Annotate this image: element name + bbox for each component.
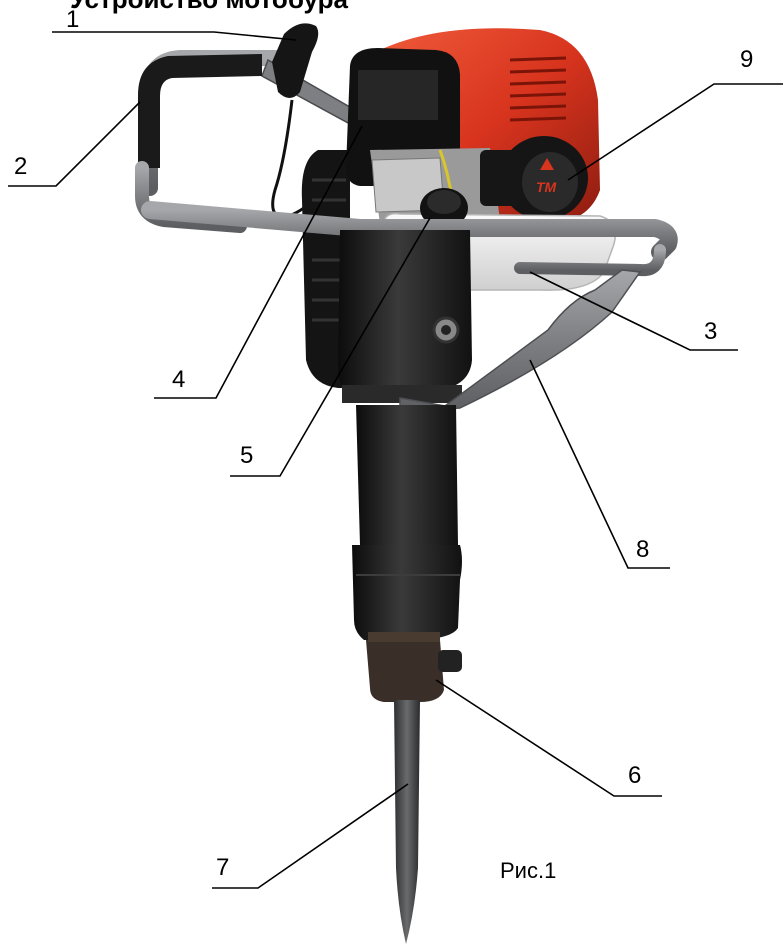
- figure-title-fragment: Устройство мотобура: [70, 0, 710, 14]
- leader-7: [212, 783, 409, 889]
- leader-6: [435, 679, 662, 797]
- leader-8: [529, 359, 670, 569]
- callout-1: 1: [66, 6, 80, 33]
- callout-2: 2: [14, 153, 28, 180]
- barrel: [356, 405, 458, 545]
- chuck: [366, 640, 444, 702]
- chuck-latch: [438, 650, 462, 672]
- leader-4: [154, 125, 363, 399]
- callout-7: 7: [216, 854, 230, 881]
- leader-9: [567, 83, 783, 181]
- callout-3: 3: [704, 318, 718, 345]
- shroud-vents: [509, 56, 567, 122]
- handle-grip: [138, 54, 262, 168]
- frame-side-rail: [514, 244, 666, 277]
- leader-lines: [8, 31, 783, 889]
- body-bolt-center: [441, 325, 451, 335]
- callout-5: 5: [240, 442, 254, 469]
- support-bracket: [399, 269, 642, 413]
- body-collar: [342, 385, 462, 403]
- callout-6: 6: [628, 762, 642, 789]
- leader-5: [230, 217, 431, 477]
- brand-logo: TM: [536, 179, 557, 195]
- chuck-collar: [368, 632, 440, 642]
- frame-front-rail: [141, 201, 678, 261]
- callout-9: 9: [740, 46, 754, 73]
- air-filter-cover-highlight: [358, 70, 438, 120]
- throttle-cable: [271, 99, 320, 220]
- main-body: [338, 230, 472, 392]
- lower-body: [352, 545, 462, 640]
- callout-8: 8: [636, 536, 650, 563]
- fuel-cap-top: [427, 190, 461, 214]
- chisel: [394, 700, 420, 944]
- recoil-housing: [301, 150, 350, 388]
- callout-4: 4: [172, 366, 186, 393]
- leader-3: [529, 271, 738, 351]
- carburetor-housing: [480, 150, 520, 206]
- leader-1: [52, 31, 297, 41]
- starter-cap-inner: [522, 152, 578, 212]
- figure-caption: Рис.1: [500, 858, 557, 883]
- throttle-lever: [272, 23, 319, 99]
- brand-triangle: [540, 158, 554, 170]
- leader-2: [8, 101, 141, 187]
